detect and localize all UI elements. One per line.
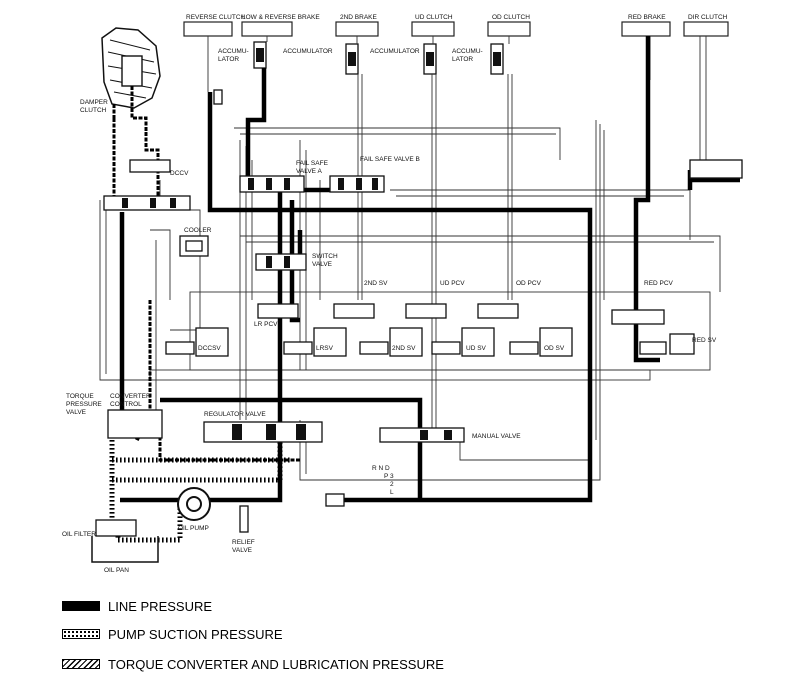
- 2nd-sv-body: [389, 327, 423, 357]
- label-switch-valve-2: VALVE: [312, 261, 333, 268]
- torque-converter: [101, 27, 161, 132]
- label-relief-2: VALVE: [232, 547, 253, 554]
- label-od-clutch: OD CLUTCH: [492, 14, 530, 21]
- label-gear-4: L: [390, 489, 394, 496]
- component-boxes: [183, 21, 729, 37]
- label-cooler: COOLER: [184, 227, 212, 234]
- label-regulator-valve: REGULATOR VALVE: [204, 411, 266, 418]
- label-pressure: PRESSURE: [66, 401, 102, 408]
- od-clutch-box: [487, 21, 531, 37]
- label-dccsv: DCCSV: [198, 345, 221, 352]
- dir-clutch-box: [683, 21, 729, 37]
- label-lr-pcv: LR PCV: [254, 321, 278, 328]
- label-oil-pan: OIL PAN: [104, 567, 129, 574]
- legend-item-tc-lube: TORQUE CONVERTER AND LUBRICATION PRESSUR…: [62, 656, 444, 672]
- label-gear-2: P 3: [384, 473, 394, 480]
- od-sv-body: [539, 327, 573, 357]
- label-gear-3: 2: [390, 481, 394, 488]
- label-fail-safe-a-1: FAIL SAFE: [296, 160, 329, 167]
- 2nd-brake-box: [335, 21, 379, 37]
- torque-pressure-valve-body: [107, 409, 163, 439]
- fail-safe-valve-a: [239, 175, 305, 193]
- label-dir-clutch: DIR CLUTCH: [688, 14, 728, 21]
- label-ud-clutch: UD CLUTCH: [415, 14, 453, 21]
- label-od-sv: OD SV: [544, 345, 565, 352]
- label-red-brake: RED BRAKE: [628, 14, 666, 21]
- label-dccv: DCCV: [170, 170, 189, 177]
- legend-item-pump-suction: PUMP SUCTION PRESSURE: [62, 626, 283, 642]
- oil-pan-body: [91, 536, 159, 563]
- pcv-row: [257, 303, 665, 325]
- solenoid-row: [165, 327, 695, 357]
- relief-valve-body: [239, 505, 249, 533]
- fail-safe-valve-b: [329, 175, 385, 193]
- accumulators: [213, 41, 504, 105]
- dccv-valve: [103, 159, 191, 211]
- label-2nd-sv-b: 2ND SV: [392, 345, 416, 352]
- label-oil-pump: OIL PUMP: [178, 525, 209, 532]
- label-accumulator-1: ACCUMU-: [218, 48, 249, 55]
- label-2nd-sv: 2ND SV: [364, 280, 388, 287]
- oil-filter-body: [95, 519, 137, 537]
- valves: [103, 159, 743, 507]
- pump-suction-lines: [109, 440, 290, 543]
- label-accumulator-2: ACCUMULATOR: [283, 48, 333, 55]
- red-pcv-top: [689, 159, 743, 179]
- labels: REVERSE CLUTCH LOW & REVERSE BRAKE 2ND B…: [62, 14, 728, 574]
- switch-valve: [255, 253, 307, 271]
- label-fail-safe-b: FAIL SAFE VALVE B: [360, 156, 420, 163]
- label-gear-1: R N D: [372, 465, 390, 472]
- label-accumulator-1b: LATOR: [218, 56, 239, 63]
- label-accumulator-4: ACCUMU-: [452, 48, 483, 55]
- label-valve: VALVE: [66, 409, 87, 416]
- lrsv-body: [313, 327, 347, 357]
- red-sv-body: [669, 333, 695, 355]
- regulator-valve: [203, 421, 323, 443]
- label-torque: TORQUE: [66, 393, 94, 400]
- manual-valve: [379, 427, 465, 443]
- label-clutch: CLUTCH: [80, 107, 107, 114]
- label-relief-1: RELIEF: [232, 539, 255, 546]
- legend-item-line-pressure: LINE PRESSURE: [62, 598, 212, 614]
- reverse-clutch-box: [183, 21, 233, 37]
- label-2nd-brake: 2ND BRAKE: [340, 14, 378, 21]
- label-accumulator-3: ACCUMULATOR: [370, 48, 420, 55]
- label-red-sv: RED SV: [692, 337, 717, 344]
- legend: LINE PRESSURE PUMP SUCTION PRESSURE TORQ…: [0, 590, 800, 686]
- label-red-pcv: RED PCV: [644, 280, 674, 287]
- label-converter: CONVERTER: [110, 393, 151, 400]
- ud-clutch-box: [411, 21, 455, 37]
- legend-swatch-line-pressure: [62, 601, 100, 611]
- red-brake-box: [621, 21, 671, 37]
- label-low-reverse-brake: LOW & REVERSE BRAKE: [242, 14, 320, 21]
- accumulator-reverse: [213, 89, 223, 105]
- label-lrsv: LRSV: [316, 345, 334, 352]
- legend-label-tc-lube: TORQUE CONVERTER AND LUBRICATION PRESSUR…: [108, 656, 444, 672]
- pump-group: [91, 487, 249, 563]
- ud-sv-body: [461, 327, 495, 357]
- label-switch-valve-1: SWITCH: [312, 253, 338, 260]
- dccsv-body: [195, 327, 229, 357]
- label-control: CONTROL: [110, 401, 142, 408]
- label-fail-safe-a-2: VALVE A: [296, 168, 322, 175]
- label-oil-filter: OIL FILTER: [62, 531, 96, 538]
- label-damper: DAMPER: [80, 99, 108, 106]
- legend-swatch-tc-lube: [62, 659, 100, 669]
- label-manual-valve: MANUAL VALVE: [472, 433, 521, 440]
- low-reverse-brake-box: [241, 21, 293, 37]
- label-ud-sv: UD SV: [466, 345, 487, 352]
- legend-label-pump-suction: PUMP SUCTION PRESSURE: [108, 626, 283, 642]
- label-reverse-clutch: REVERSE CLUTCH: [186, 14, 246, 21]
- label-ud-pcv: UD PCV: [440, 280, 465, 287]
- legend-swatch-pump-suction: [62, 629, 100, 639]
- line-orifice: [325, 493, 345, 507]
- label-od-pcv: OD PCV: [516, 280, 542, 287]
- legend-label-line-pressure: LINE PRESSURE: [108, 598, 213, 614]
- circuit-lines: [99, 36, 721, 481]
- label-accumulator-4b: LATOR: [452, 56, 473, 63]
- hydraulic-circuit-diagram: REVERSE CLUTCH LOW & REVERSE BRAKE 2ND B…: [62, 14, 743, 574]
